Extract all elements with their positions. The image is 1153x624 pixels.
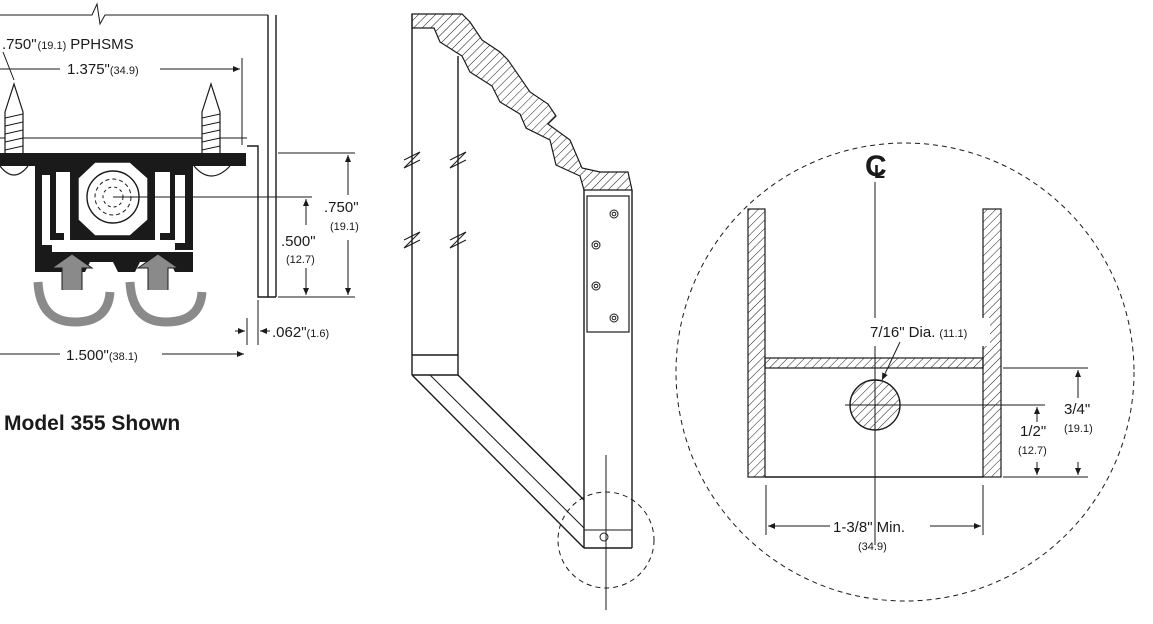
dim-height-outer-mm: (19.1)	[330, 221, 359, 233]
hex-nut	[77, 161, 149, 237]
dim-gap: .062"(1.6)	[272, 324, 329, 341]
detail-circle	[675, 142, 1135, 602]
door-leg	[247, 145, 276, 298]
model-caption: Model 355 Shown	[4, 412, 180, 435]
hinge-plate	[586, 195, 630, 333]
detail-view: C L 7/16" Dia.(11.1) 3/4" (19.1) 1/2" (1…	[675, 142, 1135, 602]
threshold-section-view: .750"(19.1)PPHSMS 1.375"(34.9) .750" (19…	[0, 2, 359, 435]
centerline-symbol: C	[865, 150, 887, 183]
leader-line	[2, 51, 15, 81]
dim-1-2: 1/2"	[1020, 423, 1046, 440]
dim-height-outer: .750"	[324, 199, 359, 216]
hatched-break	[411, 13, 633, 191]
screw-left	[4, 82, 24, 159]
seal-right	[125, 253, 207, 327]
dim-width-bottom: 1.500"(38.1)	[66, 347, 138, 364]
dim-height-inner: .500"	[281, 233, 316, 250]
dim-3-4: 3/4"	[1064, 401, 1090, 418]
dim-1-2-mm: (12.7)	[1018, 445, 1047, 457]
screw-label: .750"(19.1)PPHSMS	[2, 36, 134, 53]
centerline-symbol-l: L	[874, 162, 885, 182]
dim-width-top: 1.375"(34.9)	[67, 61, 139, 78]
hole-label: 7/16" Dia.(11.1)	[870, 324, 967, 341]
door-frame-view	[403, 13, 655, 610]
break-line	[0, 2, 268, 26]
dim-width-min: 1-3/8" Min.	[833, 519, 905, 536]
screw-right	[201, 82, 221, 159]
dim-width-min-mm: (34.9)	[858, 541, 887, 553]
dim-height-inner-mm: (12.7)	[286, 254, 315, 266]
dim-3-4-mm: (19.1)	[1064, 423, 1093, 435]
seal-left	[33, 253, 115, 327]
